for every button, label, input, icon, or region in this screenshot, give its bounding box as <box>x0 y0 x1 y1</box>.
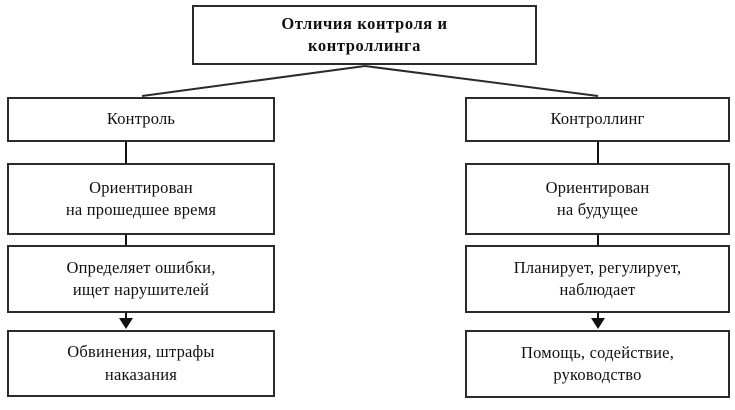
node-right-heading: Контроллинг <box>465 97 730 142</box>
node-right-heading-label: Контроллинг <box>550 109 645 129</box>
node-right-step-3-label: Помощь, содействие, руководство <box>520 342 675 384</box>
node-right-step-2-label: Планирует, регулирует, наблюдает <box>513 257 682 299</box>
connector-left-1 <box>125 142 127 163</box>
node-title-label: Отличия контроля и контроллинга <box>281 13 448 55</box>
connector-title-to-left <box>141 65 366 97</box>
node-left-step-2-label: Определяет ошибки, ищет нарушителей <box>66 257 216 299</box>
connector-left-3 <box>125 313 127 322</box>
node-left-step-3-label: Обвинения, штрафы наказания <box>67 342 215 384</box>
connector-right-1 <box>597 142 599 163</box>
node-left-step-3: Обвинения, штрафы наказания <box>7 330 275 397</box>
node-left-step-2: Определяет ошибки, ищет нарушителей <box>7 245 275 313</box>
node-right-step-1-label: Ориентирован на будущее <box>545 177 650 219</box>
connector-title-to-right <box>364 65 599 97</box>
node-right-step-2: Планирует, регулирует, наблюдает <box>465 245 730 313</box>
connector-right-3 <box>597 313 599 322</box>
connector-left-2 <box>125 235 127 245</box>
connector-right-2 <box>597 235 599 245</box>
node-left-step-1-label: Ориентирован на прошедшее время <box>65 177 217 219</box>
arrowhead-right <box>591 318 605 329</box>
arrowhead-left <box>119 318 133 329</box>
node-left-step-1: Ориентирован на прошедшее время <box>7 163 275 235</box>
node-right-step-1: Ориентирован на будущее <box>465 163 730 235</box>
node-left-heading: Контроль <box>7 97 275 142</box>
node-left-heading-label: Контроль <box>106 109 176 129</box>
node-title: Отличия контроля и контроллинга <box>192 5 537 65</box>
node-right-step-3: Помощь, содействие, руководство <box>465 330 730 398</box>
